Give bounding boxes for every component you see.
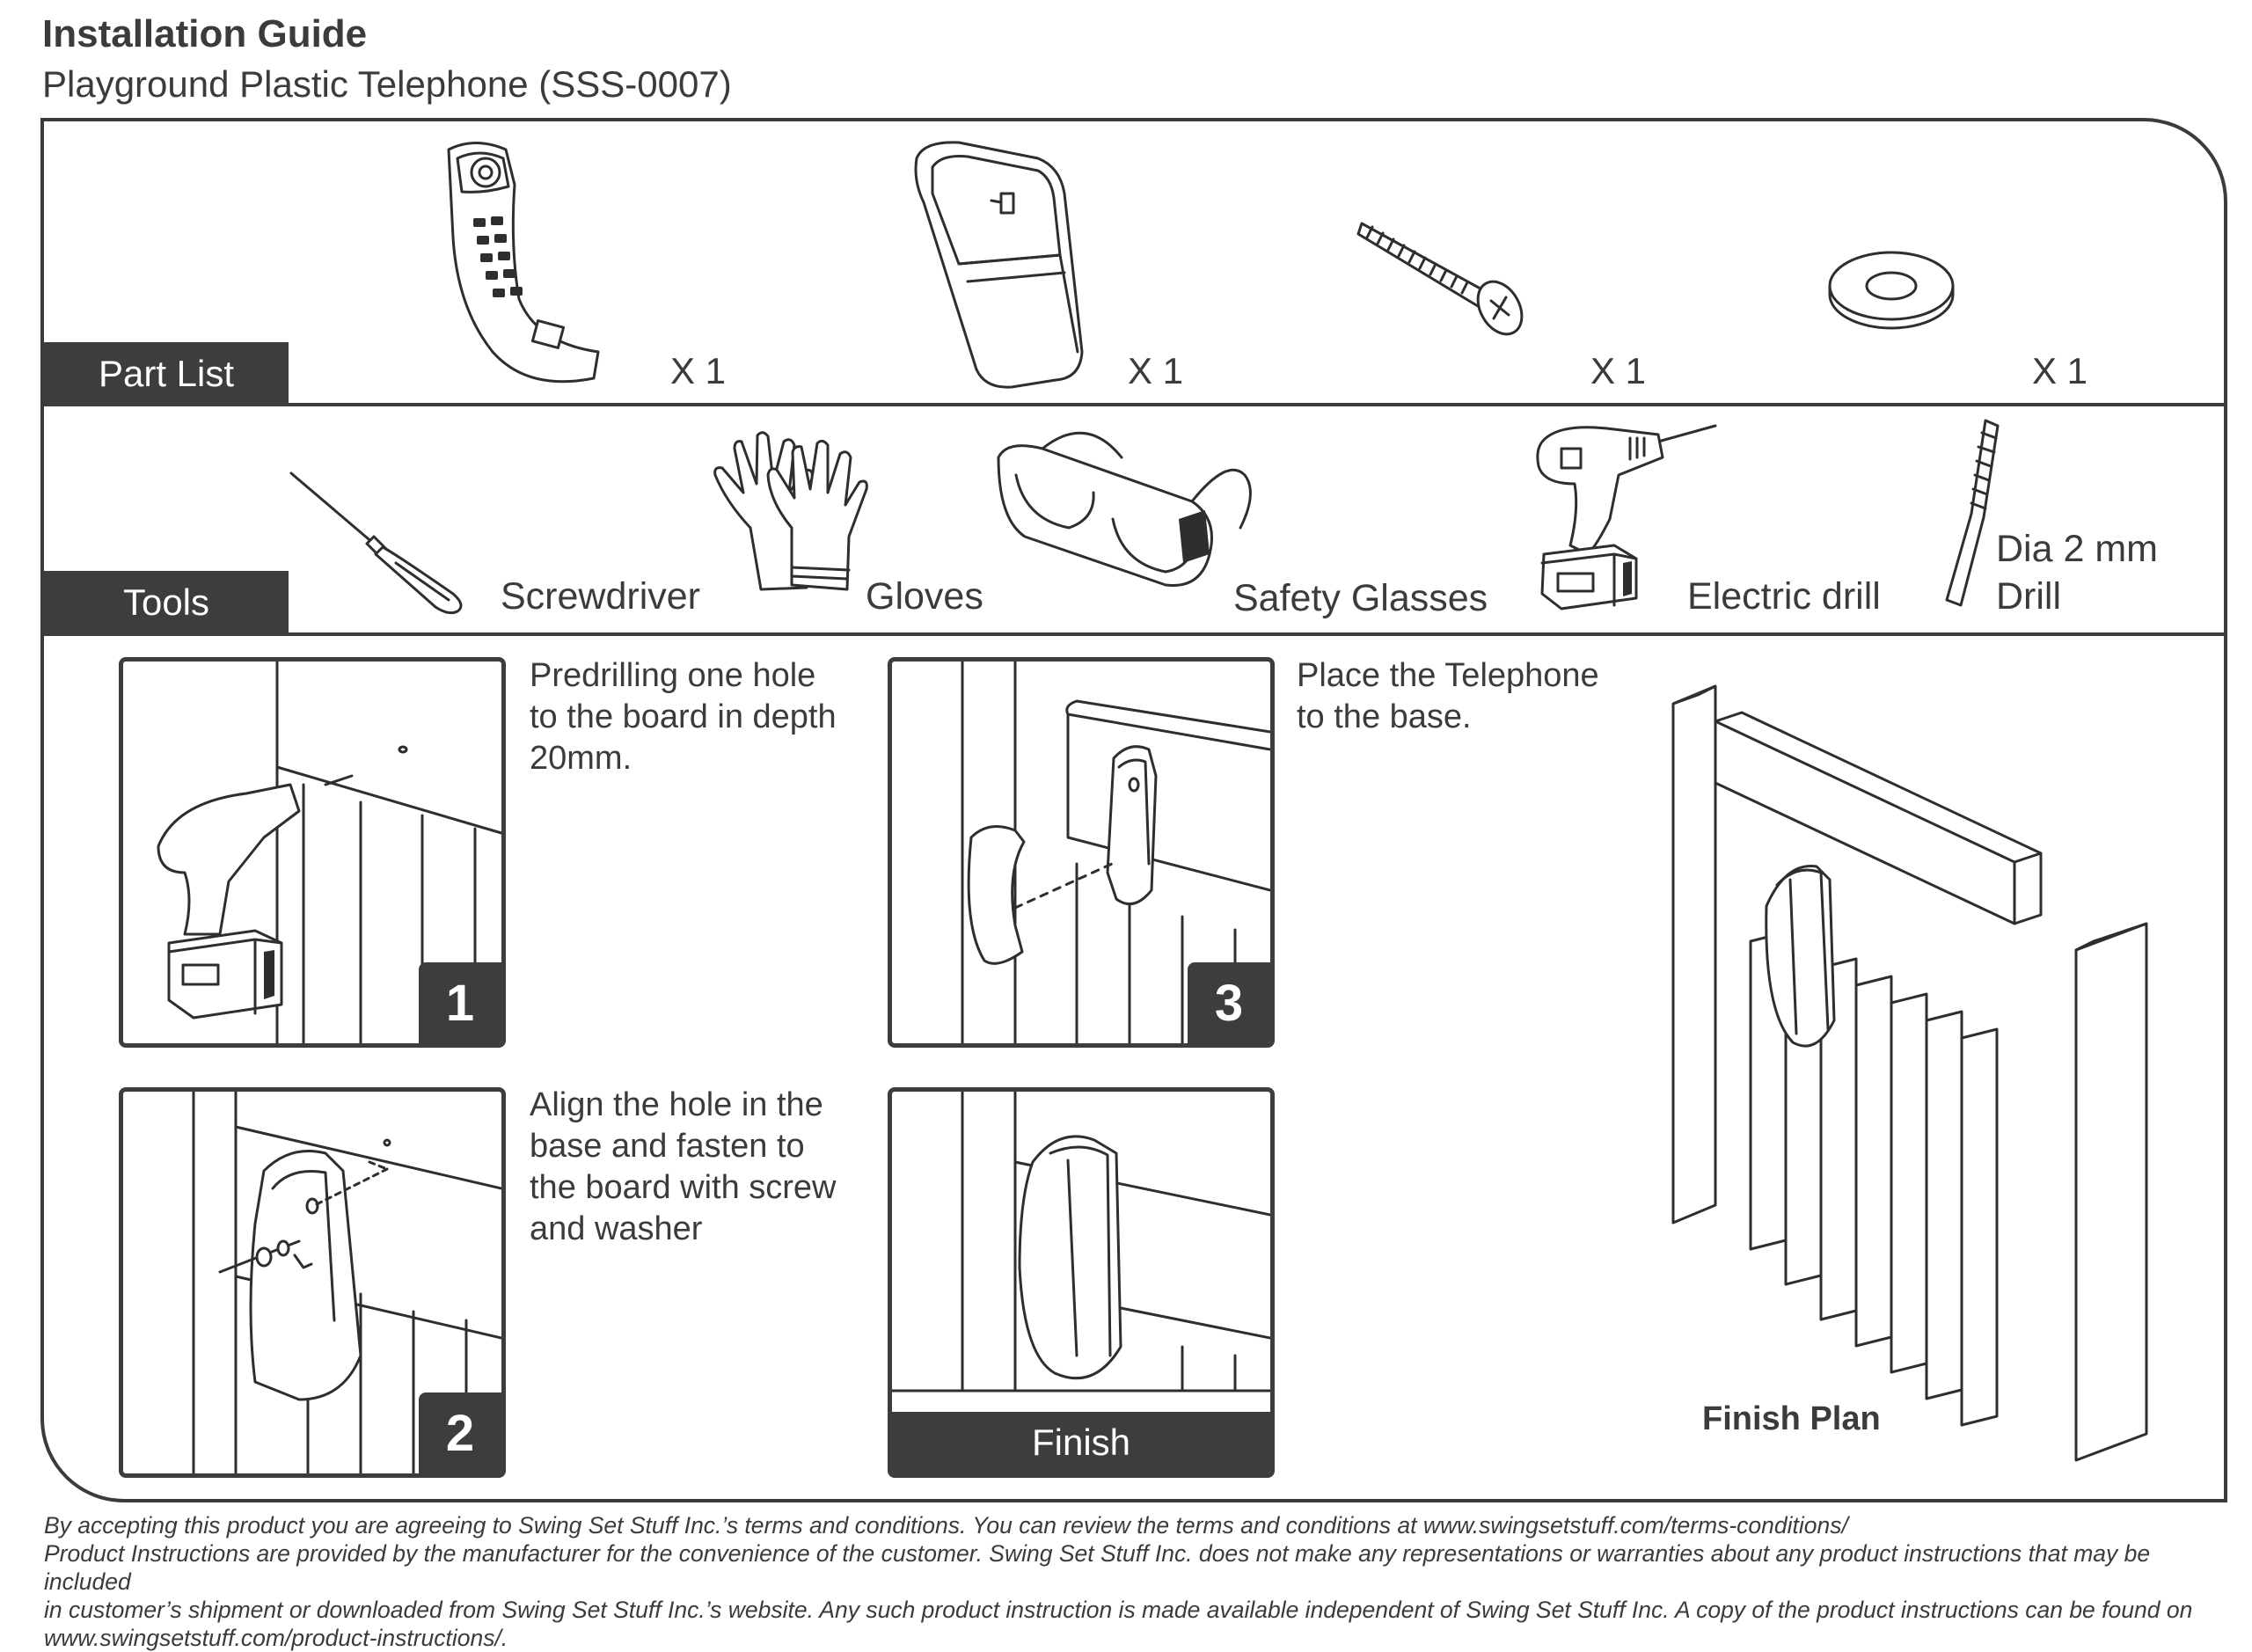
step-1-number: 1 — [419, 962, 501, 1043]
part-qty-washer: X 1 — [2032, 350, 2088, 391]
footer-line: Product Instructions are provided by the… — [44, 1540, 2151, 1595]
safety-glasses-icon — [997, 431, 1252, 588]
step-1-panel: 1 — [119, 657, 506, 1048]
part-list-label: Part List — [44, 342, 289, 406]
screw-icon — [1356, 222, 1524, 336]
footer-disclaimer: By accepting this product you are agreei… — [44, 1511, 2226, 1652]
step-3-text-line: to the base. — [1297, 698, 1472, 735]
footer-line: By accepting this product you are agreei… — [44, 1512, 1848, 1539]
divider-parts — [40, 403, 2227, 406]
step-1-text-line: to the board in depth — [530, 698, 837, 735]
finish-illustration — [892, 1092, 1270, 1393]
tool-label-gloves: Gloves — [866, 575, 983, 618]
tool-label-screwdriver: Screwdriver — [501, 575, 700, 618]
screwdriver-icon — [289, 471, 463, 615]
step-1-illustration — [157, 662, 501, 1043]
step-3-illustration — [961, 662, 1270, 1043]
step-1-text-line: Predrilling one hole — [530, 657, 816, 694]
page-subtitle: Playground Plastic Telephone (SSS-0007) — [42, 63, 732, 105]
step-2-illustration — [192, 1092, 501, 1473]
tool-label-drill: Drill — [1996, 575, 2062, 618]
step-2-text: Align the hole in the base and fasten to… — [530, 1085, 837, 1250]
gloves-icon — [713, 431, 868, 591]
finish-panel: Finish — [888, 1087, 1275, 1478]
step-3-panel: 3 — [888, 657, 1275, 1048]
step-2-text-line: base and fasten to — [530, 1128, 805, 1165]
step-3-number: 3 — [1188, 962, 1270, 1043]
finish-plan-label: Finish Plan — [1702, 1400, 1881, 1437]
page-title: Installation Guide — [42, 12, 368, 55]
finish-label: Finish — [892, 1412, 1270, 1473]
step-2-number: 2 — [419, 1393, 501, 1473]
telephone-handset-icon — [447, 142, 600, 384]
step-1-text-line: 20mm. — [530, 740, 632, 777]
step-2-text-line: and washer — [530, 1210, 703, 1247]
footer-line: www.swingsetstuff.com/product-instructio… — [44, 1625, 508, 1651]
tool-label-safety-glasses: Safety Glasses — [1233, 577, 1488, 619]
washer-icon — [1828, 251, 1955, 330]
divider-tools — [40, 632, 2227, 636]
guide-frame — [40, 118, 2227, 1502]
part-qty-handset: X 1 — [670, 350, 727, 391]
part-qty-base: X 1 — [1128, 350, 1184, 391]
step-2-text-line: the board with screw — [530, 1169, 837, 1206]
finish-plan-illustration — [1671, 684, 2148, 1462]
footer-line: in customer’s shipment or downloaded fro… — [44, 1597, 2193, 1623]
step-2-text-line: Align the hole in the — [530, 1086, 823, 1123]
part-qty-screw: X 1 — [1590, 350, 1647, 391]
electric-drill-icon — [1536, 424, 1717, 610]
tool-label-drill-size: Dia 2 mm — [1996, 528, 2158, 570]
drill-bit-icon — [1945, 419, 2000, 607]
step-2-panel: 2 — [119, 1087, 506, 1478]
step-3-text-line: Place the Telephone — [1297, 657, 1599, 694]
step-3-text: Place the Telephone to the base. — [1297, 655, 1599, 738]
tool-label-electric-drill: Electric drill — [1687, 575, 1881, 618]
step-1-text: Predrilling one hole to the board in dep… — [530, 655, 837, 779]
tools-label: Tools — [44, 571, 289, 634]
telephone-base-icon — [914, 141, 1084, 389]
